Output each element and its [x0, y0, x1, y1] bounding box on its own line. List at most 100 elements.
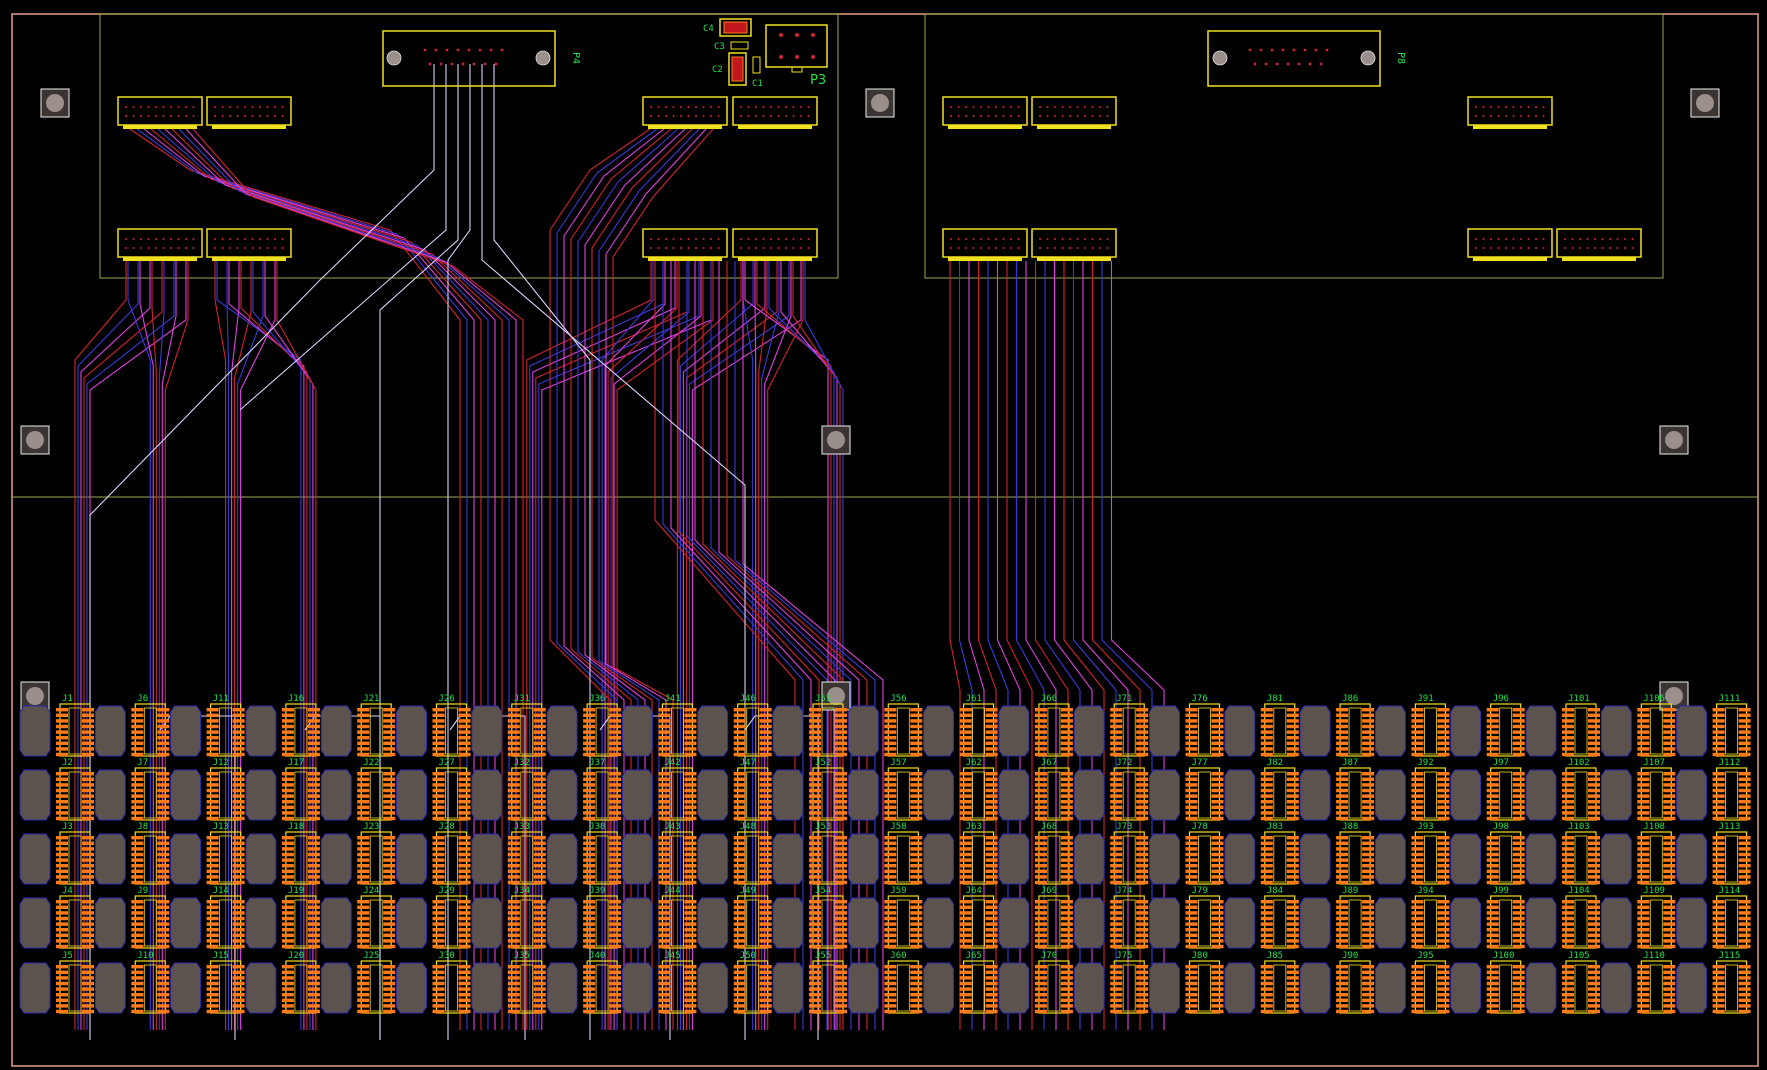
ribbon-header[interactable]: [642, 228, 728, 261]
grid-connector[interactable]: J71: [1073, 694, 1149, 757]
grid-connector[interactable]: J27: [396, 758, 471, 821]
grid-connector[interactable]: J6: [94, 694, 170, 757]
grid-connector[interactable]: J111: [1676, 694, 1751, 757]
grid-connector[interactable]: J70: [998, 951, 1073, 1014]
ribbon-header[interactable]: [732, 96, 818, 129]
grid-connector[interactable]: J29: [396, 886, 471, 949]
grid-connector[interactable]: J78: [1149, 822, 1224, 885]
ribbon-header[interactable]: [117, 96, 203, 129]
grid-connector[interactable]: J80: [1149, 951, 1224, 1014]
grid-connector[interactable]: J1: [19, 694, 94, 757]
ribbon-header[interactable]: [942, 96, 1028, 129]
grid-connector[interactable]: J44: [621, 886, 697, 949]
ribbon-header[interactable]: [206, 228, 292, 261]
grid-connector[interactable]: J89: [1299, 886, 1375, 949]
grid-connector[interactable]: J76: [1149, 694, 1224, 757]
grid-connector[interactable]: J24: [320, 886, 396, 949]
grid-connector[interactable]: J72: [1073, 758, 1149, 821]
capacitor-c3[interactable]: C3: [714, 41, 749, 52]
grid-connector[interactable]: J83: [1224, 822, 1299, 885]
ribbon-header[interactable]: [117, 228, 203, 261]
dsub-connector-p8[interactable]: P8: [1207, 30, 1406, 87]
grid-connector[interactable]: J82: [1224, 758, 1299, 821]
ribbon-header[interactable]: [1031, 96, 1117, 129]
grid-connector[interactable]: J74: [1073, 886, 1149, 949]
grid-connector[interactable]: J60: [847, 951, 923, 1014]
grid-connector[interactable]: J112: [1676, 758, 1751, 821]
grid-connector[interactable]: J58: [847, 822, 923, 885]
grid-connector[interactable]: J52: [772, 758, 847, 821]
grid-connector[interactable]: J53: [772, 822, 847, 885]
grid-connector[interactable]: J68: [998, 822, 1073, 885]
dsub-connector-p4[interactable]: P4: [382, 30, 581, 87]
grid-connector[interactable]: J11: [170, 694, 245, 757]
grid-connector[interactable]: J32: [471, 758, 546, 821]
capacitor-c2[interactable]: C2: [712, 52, 747, 86]
grid-connector[interactable]: J5: [19, 951, 94, 1014]
grid-connector[interactable]: J96: [1450, 694, 1525, 757]
grid-connector[interactable]: J30: [396, 951, 471, 1014]
ribbon-header[interactable]: [1467, 96, 1553, 129]
grid-connector[interactable]: J42: [621, 758, 697, 821]
grid-connector[interactable]: J35: [471, 951, 546, 1014]
grid-connector[interactable]: J13: [170, 822, 245, 885]
grid-connector[interactable]: J51: [772, 694, 847, 757]
ribbon-header[interactable]: [1556, 228, 1642, 261]
grid-connector[interactable]: J107: [1600, 758, 1676, 821]
grid-connector[interactable]: J2: [19, 758, 94, 821]
grid-connector[interactable]: J38: [546, 822, 622, 885]
grid-connector[interactable]: J65: [923, 951, 998, 1014]
grid-connector[interactable]: J66: [998, 694, 1073, 757]
grid-connector[interactable]: J103: [1525, 822, 1600, 885]
grid-connector[interactable]: J59: [847, 886, 923, 949]
grid-connector[interactable]: J101: [1525, 694, 1600, 757]
grid-connector[interactable]: J108: [1600, 822, 1676, 885]
grid-connector[interactable]: J39: [546, 886, 622, 949]
grid-connector[interactable]: J22: [320, 758, 396, 821]
grid-connector[interactable]: J55: [772, 951, 847, 1014]
grid-connector[interactable]: J90: [1299, 951, 1375, 1014]
grid-connector[interactable]: J28: [396, 822, 471, 885]
grid-connector[interactable]: J79: [1149, 886, 1224, 949]
ribbon-header[interactable]: [1031, 228, 1117, 261]
grid-connector[interactable]: J8: [94, 822, 170, 885]
grid-connector[interactable]: J67: [998, 758, 1073, 821]
grid-connector[interactable]: J69: [998, 886, 1073, 949]
grid-connector[interactable]: J81: [1224, 694, 1299, 757]
grid-connector[interactable]: J97: [1450, 758, 1525, 821]
ribbon-header[interactable]: [732, 228, 818, 261]
grid-connector[interactable]: J16: [245, 694, 320, 757]
grid-connector[interactable]: J26: [396, 694, 471, 757]
grid-connector[interactable]: J73: [1073, 822, 1149, 885]
grid-connector[interactable]: J92: [1374, 758, 1450, 821]
grid-connector[interactable]: J41: [621, 694, 697, 757]
grid-connector[interactable]: J10: [94, 951, 170, 1014]
grid-connector[interactable]: J102: [1525, 758, 1600, 821]
grid-connector[interactable]: J62: [923, 758, 998, 821]
grid-connector[interactable]: J91: [1374, 694, 1450, 757]
capacitor-c4[interactable]: C4: [703, 18, 752, 37]
grid-connector[interactable]: J14: [170, 886, 245, 949]
grid-connector[interactable]: J63: [923, 822, 998, 885]
grid-connector[interactable]: J106: [1600, 694, 1676, 757]
grid-connector[interactable]: J19: [245, 886, 320, 949]
grid-connector[interactable]: J100: [1450, 951, 1525, 1014]
grid-connector[interactable]: J40: [546, 951, 622, 1014]
ribbon-header[interactable]: [206, 96, 292, 129]
grid-connector[interactable]: J45: [621, 951, 697, 1014]
capacitor-c1[interactable]: C1: [752, 56, 763, 89]
grid-connector[interactable]: J86: [1299, 694, 1375, 757]
grid-connector[interactable]: J75: [1073, 951, 1149, 1014]
ribbon-header[interactable]: [942, 228, 1028, 261]
grid-connector[interactable]: J77: [1149, 758, 1224, 821]
grid-connector[interactable]: J36: [546, 694, 622, 757]
grid-connector[interactable]: J34: [471, 886, 546, 949]
grid-connector[interactable]: J64: [923, 886, 998, 949]
grid-connector[interactable]: J115: [1676, 951, 1751, 1014]
grid-connector[interactable]: J50: [697, 951, 772, 1014]
grid-connector[interactable]: J61: [923, 694, 998, 757]
grid-connector[interactable]: J43: [621, 822, 697, 885]
grid-connector[interactable]: J3: [19, 822, 94, 885]
grid-connector[interactable]: J37: [546, 758, 622, 821]
grid-connector[interactable]: J114: [1676, 886, 1751, 949]
